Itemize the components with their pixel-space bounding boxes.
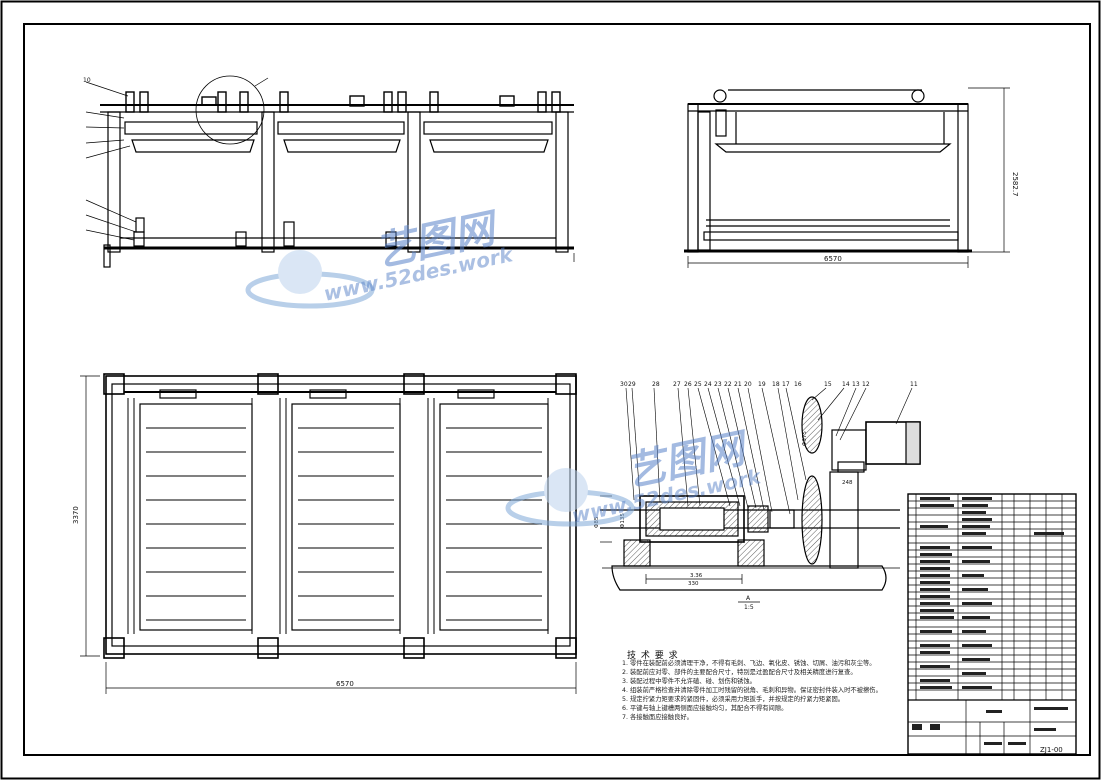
svg-text:18: 18 — [772, 381, 780, 388]
svg-text:12: 12 — [862, 381, 870, 388]
side-height-dim: 2582.7 — [1011, 172, 1019, 197]
requirement-line: 7. 各接触面应接触良好。 — [622, 714, 693, 721]
detail-dim-bottom: 330 — [688, 581, 699, 587]
bom-table — [907, 493, 1077, 755]
requirements-title: 技 术 要 求 — [627, 651, 679, 661]
svg-text:23: 23 — [714, 381, 722, 388]
inner-border — [23, 23, 1091, 756]
svg-text:24: 24 — [704, 381, 712, 388]
svg-text:16: 16 — [794, 381, 802, 388]
svg-text:29: 29 — [628, 381, 636, 388]
svg-text:15: 15 — [824, 381, 832, 388]
bom-drawing-number: ZJ1-00 — [1040, 746, 1063, 754]
overall-width-dim: 6570 — [336, 680, 354, 688]
svg-text:13: 13 — [852, 381, 860, 388]
side-view — [684, 87, 1010, 268]
requirement-line: 1. 零件在装配前必须清理干净，不得有毛刺、飞边、氧化皮、锈蚀、切屑、油污和灰尘… — [622, 660, 876, 667]
detail-dim-vertical2: Φ135 — [620, 513, 626, 528]
svg-text:11: 11 — [910, 381, 918, 388]
plan-depth-dim: 3370 — [72, 506, 80, 524]
watermark-logo-1 — [245, 250, 375, 309]
detail-section — [600, 387, 921, 591]
svg-text:20: 20 — [744, 381, 752, 388]
svg-text:30: 30 — [620, 381, 628, 388]
requirement-line: 3. 装配过程中零件不允许磕、碰、划伤和锈蚀。 — [622, 678, 756, 685]
svg-text:19: 19 — [758, 381, 766, 388]
section-scale: 1:5 — [744, 604, 754, 611]
detail-dim-under: 3.36 — [690, 573, 703, 579]
side-width-dim: 6570 — [824, 255, 842, 263]
wheel-dim: Φ375 — [802, 431, 808, 446]
front-view — [85, 75, 575, 268]
svg-text:21: 21 — [734, 381, 742, 388]
svg-text:22: 22 — [724, 381, 732, 388]
requirement-line: 5. 规定拧紧力矩要求的紧固件，必须采用力矩扳手，并按规定的拧紧力矩紧固。 — [622, 696, 845, 703]
svg-text:14: 14 — [842, 381, 850, 388]
svg-text:17: 17 — [782, 381, 790, 388]
svg-text:28: 28 — [652, 381, 660, 388]
bom-text-marks — [912, 497, 1068, 745]
requirement-line: 4. 组装前严格检查并清除零件加工时残留的锐角、毛刺和异物。保证密封件装入时不被… — [622, 687, 882, 694]
requirement-line: 2. 装配前应对零、部件的主要配合尺寸，特别是过盈配合尺寸及相关精度进行复查。 — [622, 669, 857, 676]
motor-dim: 248 — [842, 480, 853, 486]
watermark-logo-2 — [505, 468, 635, 527]
front-balloon-10: 10 — [83, 77, 91, 84]
svg-text:27: 27 — [673, 381, 681, 388]
svg-text:26: 26 — [684, 381, 692, 388]
section-mark: A — [746, 595, 751, 602]
svg-text:25: 25 — [694, 381, 702, 388]
requirement-line: 6. 平键与轴上键槽两侧面应接触均匀，其配合不得有间隙。 — [622, 705, 788, 712]
plan-view — [80, 373, 577, 694]
